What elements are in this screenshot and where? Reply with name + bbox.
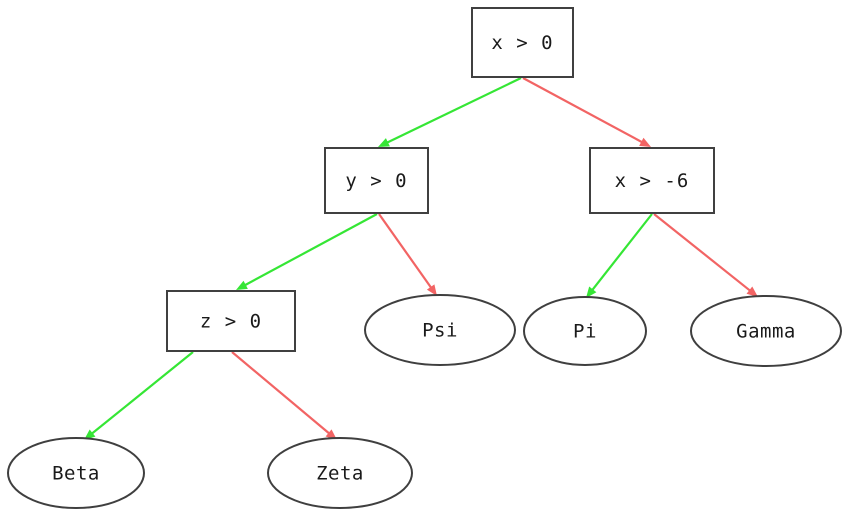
decision-node-right[interactable]: x > -6	[589, 147, 715, 214]
decision-node-box	[324, 147, 429, 214]
leaf-node-zeta[interactable]: Zeta	[267, 437, 413, 509]
edge-right-pi	[586, 213, 653, 298]
leaf-node-label: Psi	[422, 320, 458, 342]
leaf-node-label: Beta	[52, 463, 100, 485]
arrowhead-false	[746, 286, 758, 297]
edge-line-false	[231, 351, 331, 435]
leaf-node-gamma[interactable]: Gamma	[690, 295, 842, 367]
arrowhead-true	[586, 286, 597, 298]
arrowhead-true	[378, 138, 390, 147]
decision-node-root[interactable]: x > 0	[471, 7, 574, 78]
leaf-node-ellipse	[523, 296, 647, 366]
arrowhead-false	[426, 284, 437, 296]
decision-node-left[interactable]: y > 0	[324, 147, 429, 214]
arrowhead-true	[236, 280, 248, 290]
leaf-node-beta[interactable]: Beta	[7, 437, 145, 509]
arrowhead-true	[84, 429, 96, 440]
leaf-node-label: Zeta	[316, 463, 364, 485]
leaf-node-ellipse	[690, 295, 842, 367]
decision-node-box	[166, 290, 296, 352]
edge-zed-zeta	[231, 351, 337, 440]
decision-node-label: x > 0	[491, 32, 553, 54]
leaf-node-ellipse	[364, 294, 516, 366]
edges-layer	[84, 77, 758, 440]
leaf-node-ellipse	[7, 437, 145, 509]
decision-node-label: y > 0	[345, 170, 407, 192]
edge-line-true	[90, 351, 194, 435]
edge-right-gamma	[653, 213, 758, 297]
edge-line-true	[591, 213, 653, 292]
leaf-node-psi[interactable]: Psi	[364, 294, 516, 366]
arrowhead-false	[639, 137, 651, 147]
leaf-node-ellipse	[267, 437, 413, 509]
edge-line-false	[522, 77, 644, 144]
leaf-node-label: Gamma	[736, 321, 796, 343]
edge-root-right	[522, 77, 651, 147]
edge-left-zed	[236, 213, 378, 290]
leaf-node-label: Pi	[573, 321, 597, 343]
decision-node-box	[589, 147, 715, 214]
leaf-node-pi[interactable]: Pi	[523, 296, 647, 366]
edge-line-false	[378, 213, 433, 289]
edge-zed-beta	[84, 351, 194, 440]
decision-node-zed[interactable]: z > 0	[166, 290, 296, 352]
edge-line-true	[386, 77, 522, 144]
edge-left-psi	[378, 213, 437, 296]
edge-root-left	[378, 77, 522, 147]
edge-line-false	[653, 213, 752, 292]
decision-node-label: x > -6	[615, 170, 690, 192]
edge-line-true	[243, 213, 378, 287]
decision-node-label: z > 0	[200, 311, 262, 333]
decision-node-box	[471, 7, 574, 78]
